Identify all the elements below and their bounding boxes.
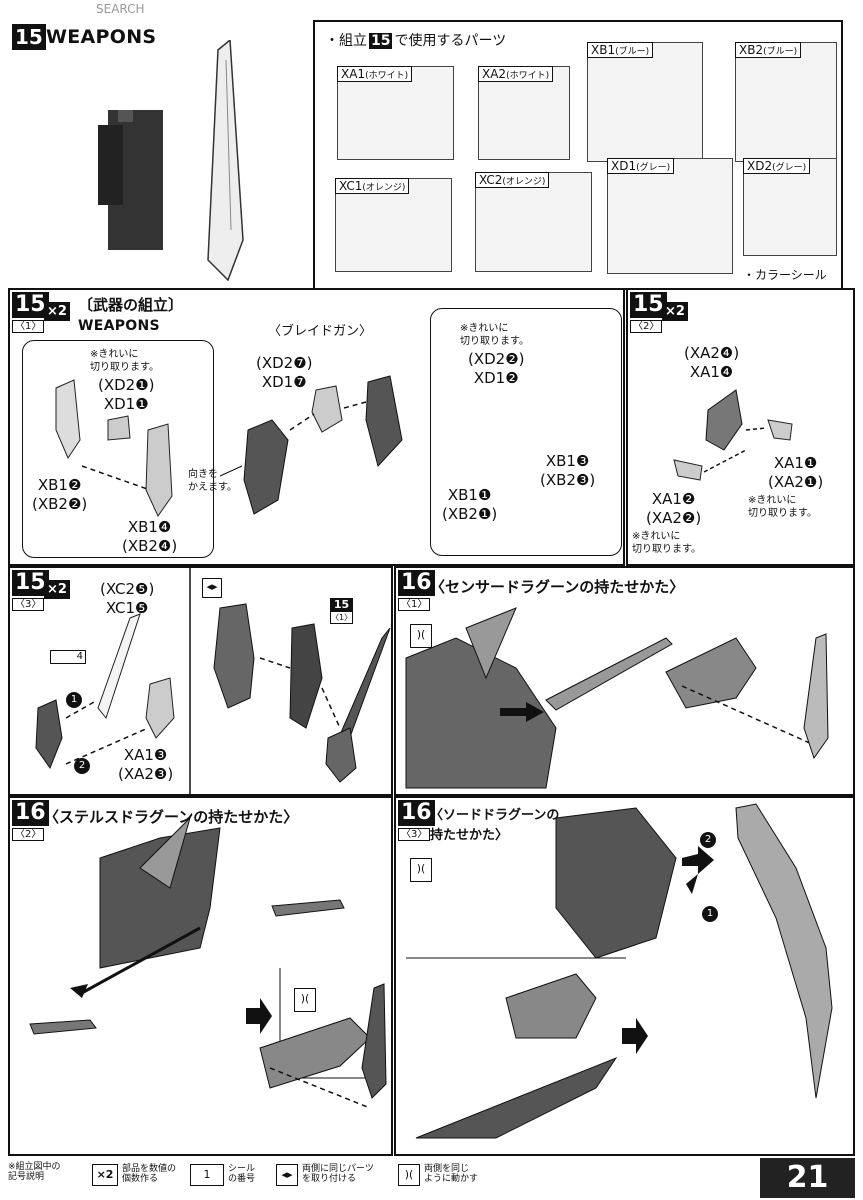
weapons-header-panel: 15 WEAPONS [8,20,311,290]
note-turn: 向きを かえます。 [188,469,237,493]
arrow-step-1: 1 [66,692,82,708]
arrow-step-2: 2 [74,758,90,774]
legend-text: 両側を同じ ように動かす [424,1164,479,1184]
gun-name: 〈ブレイドガン〉 [268,324,373,339]
arrow-step-2: 2 [700,832,716,848]
legend-text: シール の番号 [228,1164,256,1184]
both-sides-legend-icon: ◂▸ [276,1164,298,1186]
multiplier-legend-icon: ×2 [92,1164,118,1186]
color-seal-label: ・カラーシール [743,268,827,282]
move-both-legend-icon: )( [398,1164,420,1186]
runner-xc2: XC2(オレンジ) [475,172,592,272]
runner-xa1: XA1(ホワイト) [337,66,454,160]
legend-title: ※組立図中の 記号説明 [8,1162,61,1182]
substep-label: 〈3〉 [12,598,45,611]
step-reference: 15 〈1〉 [330,598,354,624]
step-title: 〔武器の組立〕 [78,296,184,314]
detail-bubble-left [22,340,214,558]
page-title: WEAPONS [46,26,157,48]
runner-xb1: XB1(ブルー) [587,42,703,162]
runner-xc1: XC1(オレンジ) [335,178,452,272]
step-number: 15 [630,292,667,318]
step-number: 16 [398,800,435,826]
assembly-diagram [406,803,833,1139]
part-label: (XC2❺) XC1❺ [100,580,155,617]
step-16-2-panel: 16 〈2〉 〈ステルスドラグーンの持たせかた〉 )( [8,796,393,1156]
part-label: XA1❸ (XA2❸) [118,746,174,783]
part-label: XB1❸ (XB2❸) [540,452,596,489]
step-15-2-panel: 15 〈2〉 ×2 (XA2❹) XA1❹ XA1❶ (XA2❶) ※きれいに … [626,288,855,566]
multiplier-badge: ×2 [44,580,70,599]
note-cut: ※きれいに 切り取ります。 [90,349,159,373]
note-cut: ※きれいに 切り取ります。 [460,323,529,347]
part-label: (XD2❶) XD1❶ [98,376,155,413]
step-number: 15 [12,570,49,596]
step-16-3-panel: 16 〈3〉 〈ソードドラグーンの 持たせかた〉 )( 1 2 [394,796,855,1156]
legend-text: 部品を数値の 個数作る [122,1164,177,1184]
part-label: (XD2❷) XD1❷ [468,350,525,387]
move-both-icon: )( [410,624,432,648]
move-both-icon: )( [410,858,432,882]
assembly-diagram [35,568,391,794]
step-title: 〈センサードラグーンの持たせかた〉 [430,578,685,596]
step-number: 16 [12,800,49,826]
runner-xb2: XB2(ブルー) [735,42,837,162]
assembly-diagram [29,816,387,1109]
detail-bubble-right [430,308,622,556]
assembly-diagram [673,389,793,481]
arrow-step-1: 1 [702,906,718,922]
note-cut: ※きれいに 切り取ります。 [632,531,701,555]
site-watermark: SEARCH [96,2,145,16]
part-label: (XA2❹) XA1❹ [684,344,740,381]
note-cut: ※きれいに 切り取ります。 [748,495,817,519]
multiplier-badge: ×2 [662,302,688,321]
assembly-diagram [405,607,829,789]
legend-text: 両側に同じパーツ を取り付ける [302,1164,374,1184]
step-15-3-panel: 15 〈3〉 ×2 (XC2❺) XC1❺ 4 1 2 XA1❸ (XA2❸) … [8,566,393,796]
part-label: (XD2❼) XD1❼ [256,354,313,391]
page-number: 21 [760,1158,855,1198]
runner-xd2: XD2(グレー) [743,158,837,256]
step-title: 〈ステルスドラグーンの持たせかた〉 [44,808,299,826]
seal-icon: 4 [50,650,86,664]
step-number: 16 [398,570,435,596]
step-16-1-panel: 16 〈1〉 〈センサードラグーンの持たせかた〉 )( [394,566,855,796]
runner-xa2: XA2(ホワイト) [478,66,570,160]
step-number: 15 [12,292,49,318]
move-both-icon: )( [294,988,316,1012]
substep-label: 〈2〉 [12,828,45,841]
weapon-illustration [98,40,244,282]
part-label: XA1❷ (XA2❷) [646,490,702,527]
multiplier-badge: ×2 [44,302,70,321]
part-label: XB1❷ (XB2❷) [32,476,88,513]
part-label: XB1❶ (XB2❶) [442,486,498,523]
footer: ※組立図中の 記号説明 ×2 部品を数値の 個数作る 1 シール の番号 ◂▸ … [0,1158,863,1200]
both-sides-icon: ◂▸ [202,578,222,598]
substep-label: 〈1〉 [12,320,45,333]
part-label: XB1❹ (XB2❹) [122,518,178,555]
part-label: XA1❶ (XA2❶) [768,454,824,491]
substep-label: 〈1〉 [398,598,431,611]
step-number: 15 [12,24,46,50]
step-subtitle: WEAPONS [78,318,160,334]
seal-legend-icon: 1 [190,1164,224,1186]
substep-label: 〈3〉 [398,828,431,841]
step-title: 〈ソードドラグーンの 持たせかた〉 [430,808,560,843]
substep-label: 〈2〉 [630,320,663,333]
runner-xd1: XD1(グレー) [607,158,733,274]
step-15-1-panel: 15 〈1〉 ×2 〔武器の組立〕 WEAPONS 〈ブレイドガン〉 ※きれいに… [8,288,625,566]
